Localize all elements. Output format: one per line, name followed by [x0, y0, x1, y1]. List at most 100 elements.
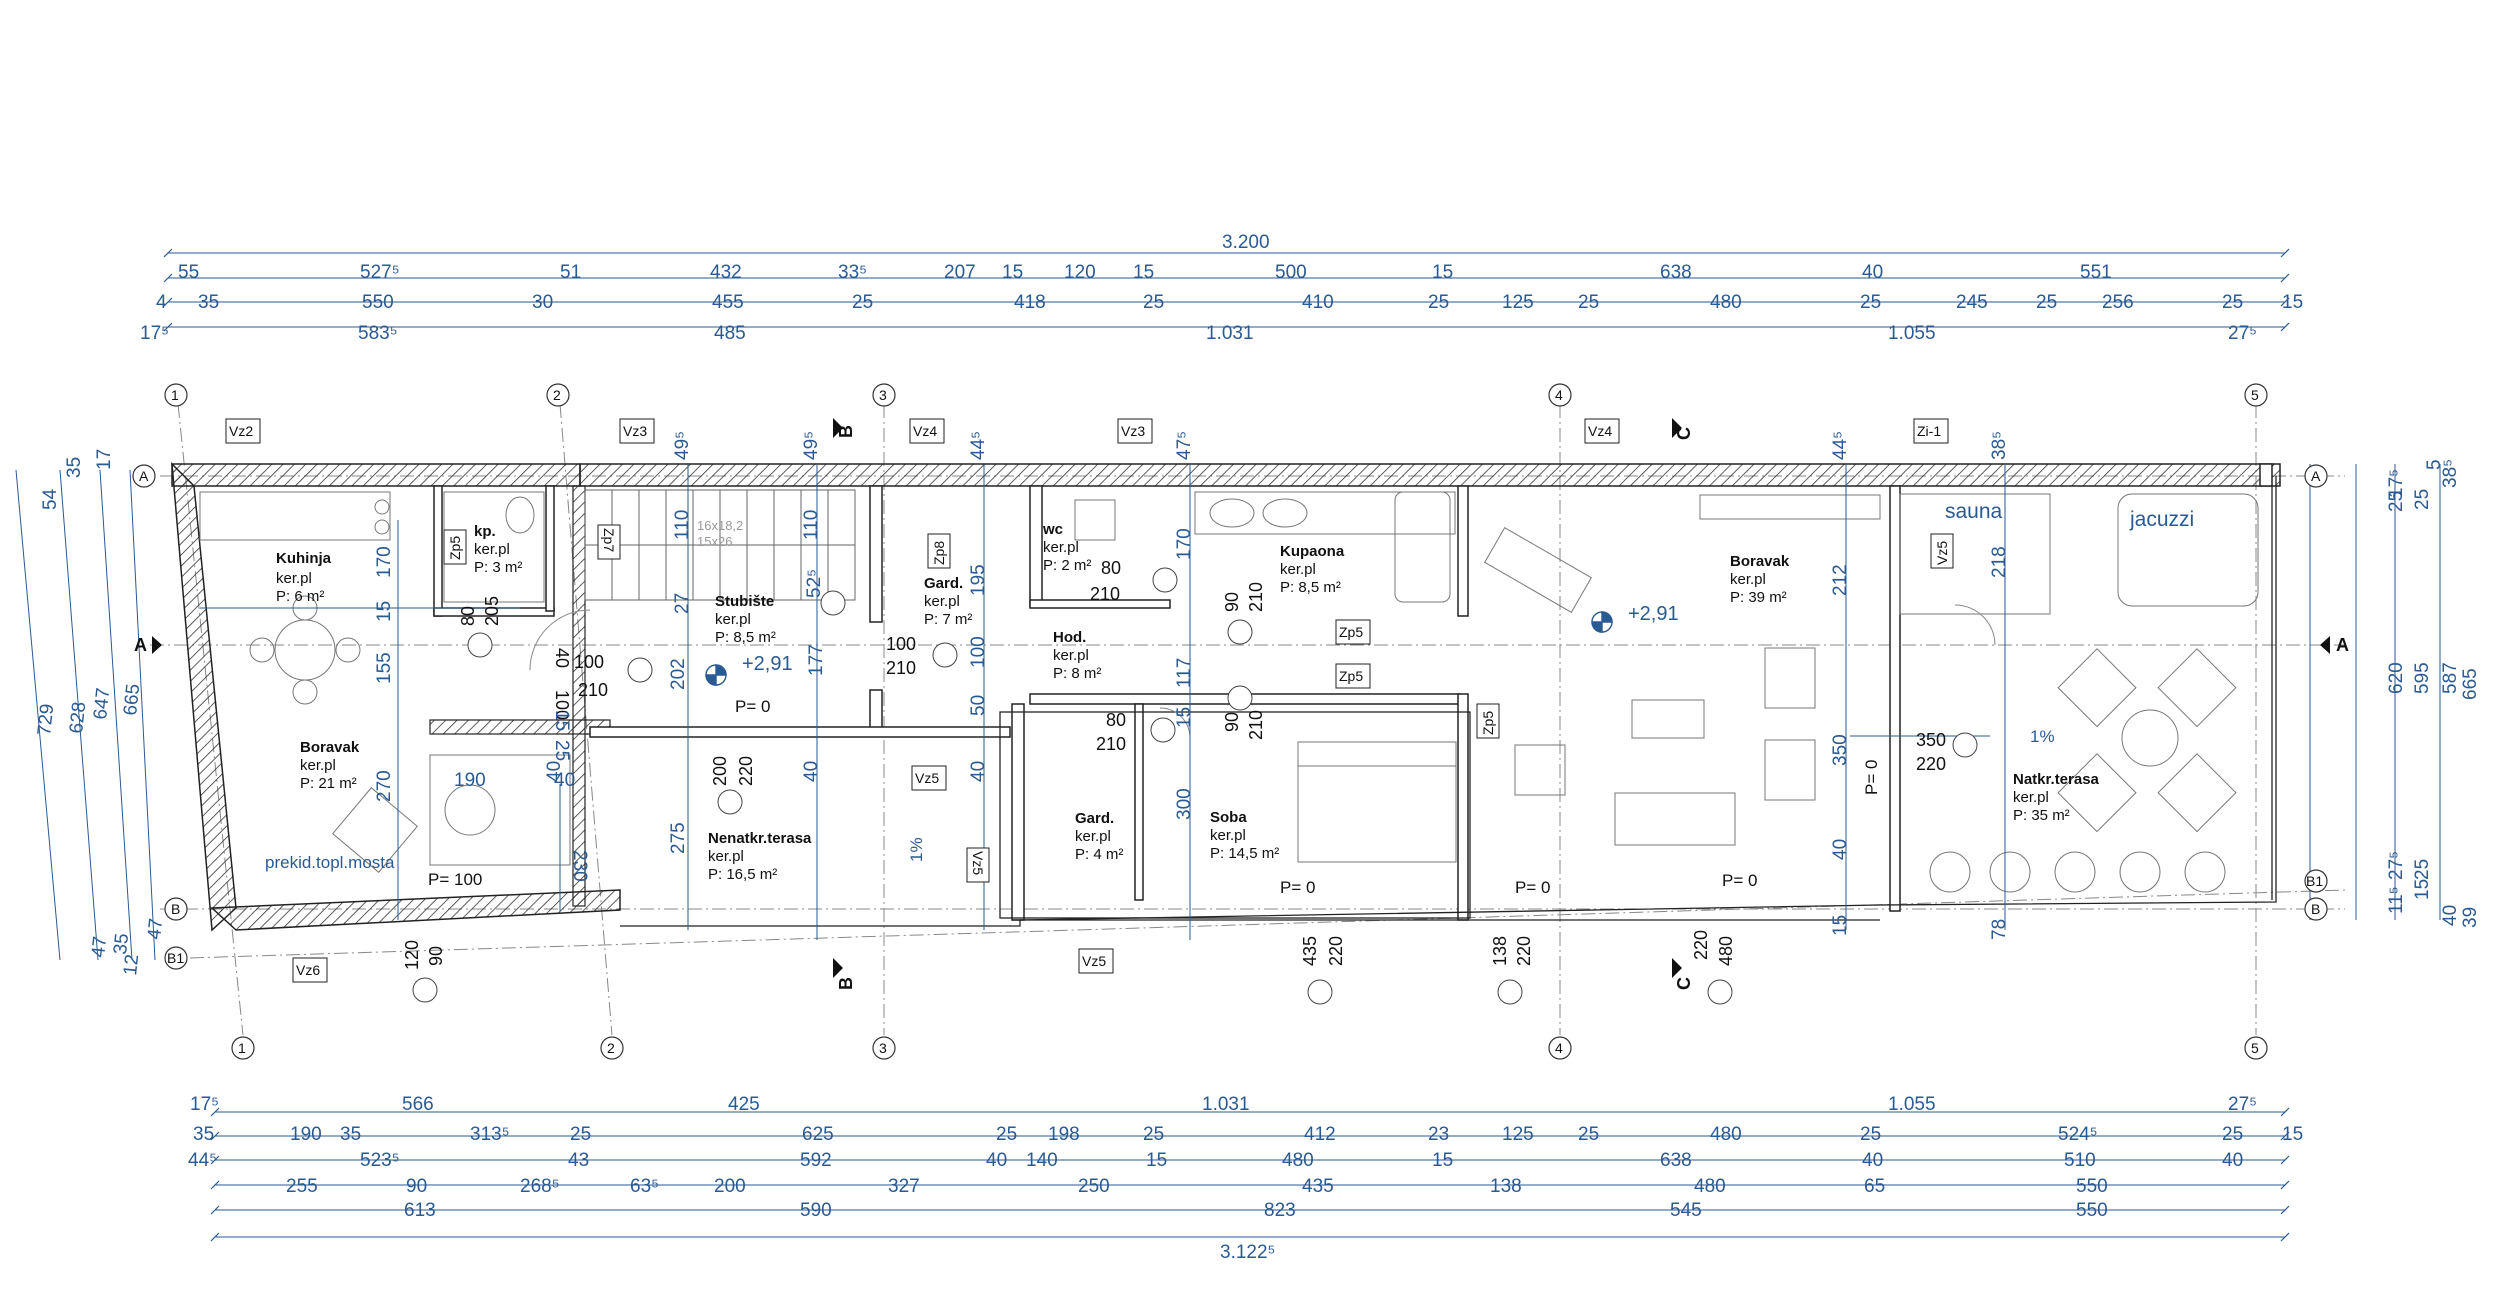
slope-mark: 1%: [2030, 727, 2055, 746]
dim-bottom-r3: 523⁵: [360, 1150, 400, 1171]
opening-dim: 275: [668, 822, 689, 854]
dim-bottom-r4: 327: [888, 1176, 920, 1197]
dim-bottom-r1: 425: [728, 1094, 760, 1115]
dim-top-r4: 1.055: [1888, 323, 1936, 344]
room-name: Natkr.terasa: [2013, 771, 2100, 788]
tag-label: Zi-1: [1917, 423, 1941, 439]
room-kupaona: Kupaona ker.pl P: 8,5 m²: [1280, 543, 1345, 596]
dim-top-r2: 15: [1432, 262, 1453, 283]
dim-bottom-r3: 15: [1432, 1150, 1453, 1171]
tag-label: Zp5: [447, 536, 463, 560]
opening-dim: 480: [1716, 936, 1736, 966]
room-stubiste: Stubište ker.pl P: 8,5 m²: [715, 593, 776, 646]
room-area: P: 14,5 m²: [1210, 845, 1279, 862]
note-thermal-bridge: prekid.topl.mosta: [265, 853, 395, 872]
room-area: P: 2 m²: [1043, 557, 1091, 574]
dim-left: 647: [90, 687, 114, 721]
dim-bottom-r2: 25: [1578, 1124, 1599, 1145]
dim-top-r3: 25: [2222, 292, 2243, 313]
opening-dim: 80: [1106, 710, 1126, 730]
dim-top-r4: 1.031: [1206, 323, 1254, 344]
dim-top-r3: 125: [1502, 292, 1534, 313]
opening-dim: 210: [1246, 710, 1266, 740]
slope-mark: 1%: [907, 837, 926, 862]
dim-top-r3: 35: [198, 292, 219, 313]
dim-bottom-total: 3.122⁵: [1220, 1242, 1275, 1263]
dim-bottom-r3: 140: [1026, 1150, 1058, 1171]
level-value: +2,91: [1628, 603, 1679, 625]
tag-label: Vz5: [1082, 953, 1106, 969]
opening-dim: 120: [402, 940, 422, 970]
section-label: A: [134, 635, 147, 655]
dim-bottom-r4: 435: [1302, 1176, 1334, 1197]
room-boravak-upper: Boravak ker.pl P: 39 m²: [1730, 553, 1790, 606]
room-floor: ker.pl: [1280, 561, 1316, 578]
dims-right: 17⁵ 25 620 27⁵ 11⁵ 5 25 595 25 15 38⁵ 58…: [2386, 459, 2481, 928]
room-floor: ker.pl: [276, 570, 312, 587]
dim-top-r2: 51: [560, 262, 581, 283]
axis-label-top: 3: [879, 387, 887, 403]
opening-dim: 90: [426, 946, 446, 966]
dim-bottom-r1: 27⁵: [2228, 1094, 2257, 1115]
dim-left: 12: [120, 953, 143, 976]
interior-walls: [433, 485, 1901, 921]
tag-label: Vz6: [296, 962, 320, 978]
dim-top-r4: 583⁵: [358, 323, 398, 344]
room-area: P: 8 m²: [1053, 665, 1101, 682]
room-area: P: 8,5 m²: [715, 629, 776, 646]
dim-right: 5: [2424, 459, 2445, 470]
opening-dimensions: 100 210 100 210 80 210 80 210 90 210 90 …: [374, 431, 2010, 970]
axis-bubbles: [132, 383, 2328, 1060]
dim-left: 35: [110, 932, 133, 955]
dim-top-r2: 33⁵: [838, 262, 867, 283]
room-area: P: 8,5 m²: [1280, 579, 1341, 596]
section-label: B: [836, 977, 856, 990]
tag-label: Zp5: [1339, 668, 1363, 684]
opening-dim: 210: [886, 658, 916, 678]
dim-bottom-r2: 480: [1710, 1124, 1742, 1145]
dims-left: 17 35 54 665 647 628 729 47 35 47 12: [34, 449, 167, 977]
tag-label: Zp8: [931, 541, 947, 565]
dim-bottom-r1: 1.055: [1888, 1094, 1936, 1115]
opening-dim: 40: [1830, 839, 1851, 860]
opening-dim: 100: [552, 690, 572, 720]
dim-bottom-r4: 250: [1078, 1176, 1110, 1197]
room-name: Hod.: [1053, 629, 1086, 646]
dim-bottom-r1: 17⁵: [190, 1094, 219, 1115]
dim-top-r3: 25: [852, 292, 873, 313]
element-tags: [225, 418, 1954, 983]
dim-right: 40: [2440, 905, 2461, 926]
room-area: P: 4 m²: [1075, 846, 1123, 863]
room-gard-lower: Gard. ker.pl P: 4 m²: [1075, 810, 1123, 863]
tag-label: Zp7: [601, 528, 617, 552]
opening-dim: 40: [544, 761, 565, 782]
axis-label-top: 1: [171, 387, 179, 403]
room-floor: ker.pl: [708, 848, 744, 865]
opening-dim: 100: [574, 652, 604, 672]
room-floor: ker.pl: [924, 593, 960, 610]
room-gard-upper: Gard. ker.pl P: 7 m²: [924, 575, 972, 628]
dim-right: 25: [2412, 489, 2433, 510]
section-label: C: [1674, 977, 1694, 990]
opening-dim: 110: [801, 510, 822, 540]
dim-top-r2: 551: [2080, 262, 2112, 283]
dim-top-r2: 15: [1002, 262, 1023, 283]
dim-bottom-r3: 638: [1660, 1150, 1692, 1171]
room-name: Stubište: [715, 593, 774, 610]
dim-top-r2: 527⁵: [360, 262, 400, 283]
dim-left: 47: [88, 935, 111, 958]
axis-label-top: 5: [2251, 387, 2259, 403]
room-wc: wc ker.pl P: 2 m²: [1042, 521, 1091, 574]
dim-bottom-r5: 545: [1670, 1200, 1702, 1221]
opening-dim: 44⁵: [968, 431, 989, 460]
opening-dim: 170: [1174, 528, 1195, 560]
opening-dim: 27: [672, 593, 693, 614]
exterior-walls: [171, 462, 2281, 932]
dim-right: 25: [2386, 491, 2407, 512]
opening-dim: 40: [968, 761, 989, 782]
dim-left: 17: [94, 449, 115, 470]
dim-top-r3: 4: [156, 292, 167, 313]
dim-bottom-r4: 200: [714, 1176, 746, 1197]
dim-bottom-r4: 138: [1490, 1176, 1522, 1197]
axis-label-side: A: [2311, 468, 2321, 484]
